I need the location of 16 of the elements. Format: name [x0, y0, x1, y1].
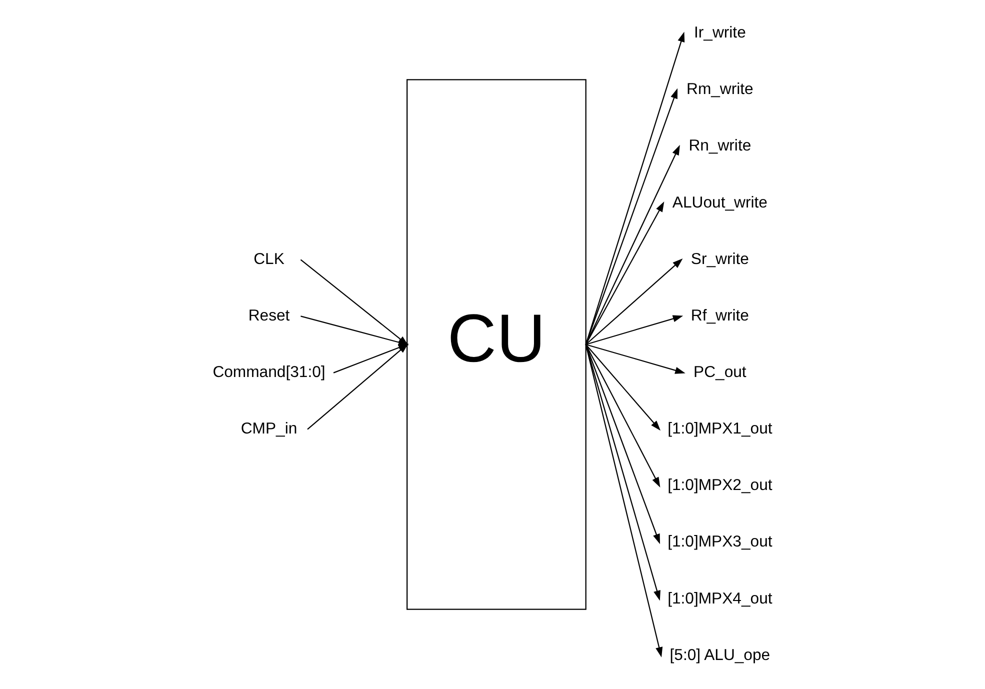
- node-text: [1:0]MPX4_out: [668, 590, 772, 608]
- node-text: Rn_write: [688, 138, 752, 155]
- node-text: ALUout_write: [672, 194, 768, 212]
- node-text: Command[31:0]: [212, 364, 326, 381]
- node-text: Ir_write: [694, 24, 746, 42]
- node-text: [1:0]MPX1_out: [668, 420, 772, 438]
- node-text: [1:0]MPX3_out: [668, 534, 772, 551]
- node-text: PC_out: [694, 364, 746, 381]
- node-text: CLK: [254, 250, 284, 268]
- node-text: CMP_in: [240, 420, 298, 438]
- node-text: Reset: [248, 307, 290, 324]
- node-text: Sr_write: [690, 250, 749, 268]
- node-text: Rf_write: [690, 307, 749, 324]
- node-text: [1:0]MPX2_out: [668, 477, 772, 494]
- node-text: [5:0] ALU_ope: [670, 646, 770, 664]
- node-text: Rm_write: [686, 81, 754, 98]
